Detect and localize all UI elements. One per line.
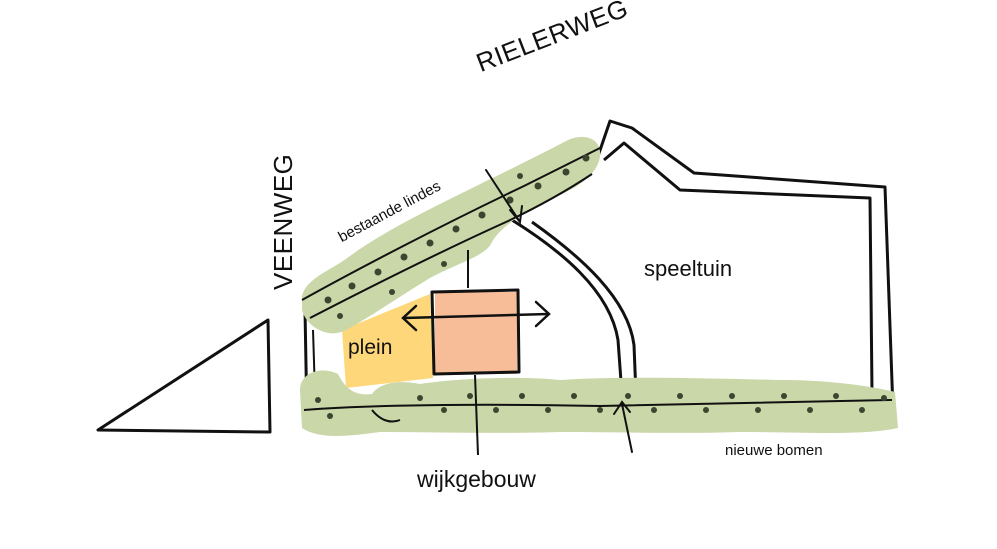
speeltuin-label: speeltuin	[644, 256, 733, 281]
bestaande-lindes-trees	[301, 136, 601, 334]
building-axis-arrow	[401, 300, 551, 332]
wijkgebouw-label: wijkgebouw	[417, 466, 536, 492]
nieuwe-bomen-label: nieuwe bomen	[725, 442, 823, 459]
lindes-leader	[485, 169, 523, 225]
footpath	[511, 218, 624, 396]
bomen-leader	[613, 400, 633, 453]
wijkgebouw-leader	[474, 374, 479, 456]
nieuwe-bomen-trees	[300, 370, 898, 436]
plein-label: plein	[348, 336, 393, 359]
triangle-plot	[96, 318, 272, 434]
wijkgebouw-building	[435, 292, 517, 374]
site-boundary	[594, 119, 895, 411]
veenweg-road-label: VEENWEG	[268, 153, 298, 290]
